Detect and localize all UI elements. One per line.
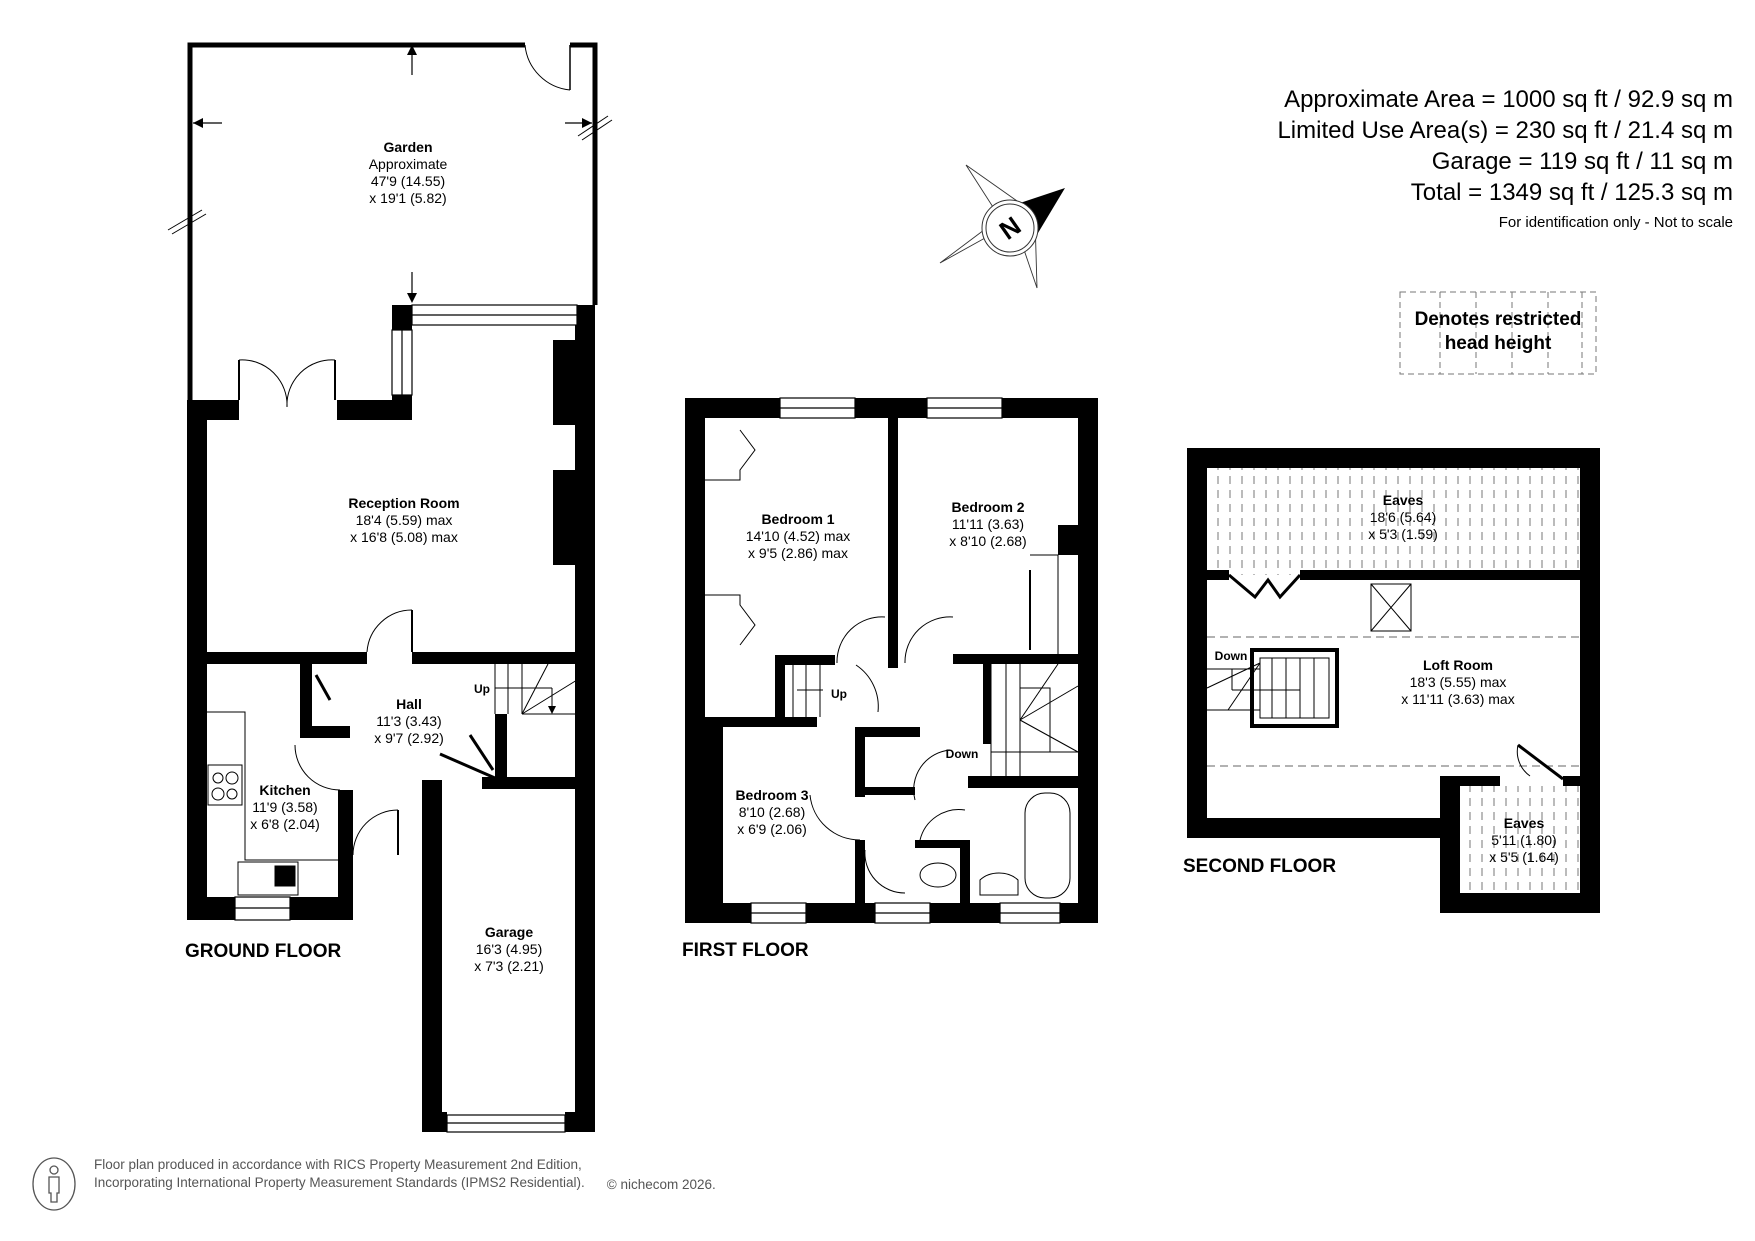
bedroom3-name: Bedroom 3: [735, 787, 808, 803]
hall-stairs: [494, 663, 578, 715]
bedroom2-name: Bedroom 2: [951, 499, 1024, 515]
bathroom-fixtures: [919, 792, 1071, 899]
garage-name: Garage: [485, 924, 533, 940]
ground-stairs-up-label: Up: [474, 682, 490, 696]
first-floor-title: FIRST FLOOR: [682, 940, 809, 961]
first-floor-labels: Bedroom 1 14'10 (4.52) max x 9'5 (2.86) …: [682, 499, 1027, 961]
bedroom1-name: Bedroom 1: [761, 511, 834, 527]
second-floor-labels: Eaves 18'6 (5.64) x 5'3 (1.59) Loft Room…: [1183, 492, 1559, 877]
svg-text:Approximate: Approximate: [369, 156, 448, 172]
svg-text:x 8'10 (2.68): x 8'10 (2.68): [949, 533, 1026, 549]
second-floor-title: SECOND FLOOR: [1183, 856, 1336, 877]
eaves-small-hatch: [1460, 786, 1580, 901]
second-floor-details: [1206, 573, 1580, 781]
ground-floor-title: GROUND FLOOR: [185, 941, 341, 962]
ground-windows: [234, 304, 578, 1133]
svg-text:x 16'8 (5.08) max: x 16'8 (5.08) max: [350, 529, 458, 545]
eaves-small-name: Eaves: [1504, 815, 1545, 831]
svg-text:x 7'3 (2.21): x 7'3 (2.21): [474, 958, 544, 974]
svg-text:11'9 (3.58): 11'9 (3.58): [252, 799, 317, 815]
eaves-top-hatch: [1207, 468, 1580, 575]
svg-text:5'11 (1.80): 5'11 (1.80): [1491, 832, 1556, 848]
svg-text:x 11'11 (3.63) max: x 11'11 (3.63) max: [1401, 691, 1514, 707]
first-stairs-down-label: Down: [946, 747, 979, 761]
garden-name: Garden: [383, 139, 432, 155]
first-doors: [705, 429, 1059, 894]
svg-text:8'10 (2.68): 8'10 (2.68): [739, 804, 806, 820]
svg-text:11'3 (3.43): 11'3 (3.43): [376, 713, 441, 729]
restricted-height-legend: Denotes restricted head height: [1400, 292, 1596, 372]
area-summary: Approximate Area = 1000 sq ft / 92.9 sq …: [1277, 84, 1733, 231]
svg-text:18'6 (5.64): 18'6 (5.64): [1370, 509, 1437, 525]
garden-gate-swing: [524, 44, 571, 91]
svg-text:x 6'8 (2.04): x 6'8 (2.04): [250, 816, 320, 832]
total-area-text: Total = 1349 sq ft / 125.3 sq m: [1410, 179, 1733, 206]
svg-text:x 5'3 (1.59): x 5'3 (1.59): [1368, 526, 1438, 542]
first-stairs-up-label: Up: [831, 687, 847, 701]
footer-line-1: Floor plan produced in accordance with R…: [94, 1157, 582, 1172]
legend-line-1: Denotes restricted: [1414, 309, 1582, 330]
svg-text:47'9 (14.55): 47'9 (14.55): [371, 173, 445, 189]
svg-text:x 19'1 (5.82): x 19'1 (5.82): [369, 190, 446, 206]
svg-text:18'4 (5.59) max: 18'4 (5.59) max: [356, 512, 453, 528]
footer-line-2: Incorporating International Property Mea…: [94, 1175, 585, 1190]
limited-use-area-text: Limited Use Area(s) = 230 sq ft / 21.4 s…: [1277, 117, 1733, 144]
reception-name: Reception Room: [348, 495, 459, 511]
first-stairs: [792, 663, 1079, 776]
second-stairs-down-label: Down: [1215, 649, 1248, 663]
svg-text:14'10 (4.52) max: 14'10 (4.52) max: [746, 528, 851, 544]
svg-text:x 9'7 (2.92): x 9'7 (2.92): [374, 730, 444, 746]
eaves-top-name: Eaves: [1383, 492, 1424, 508]
ground-floor-plan: [167, 42, 613, 1133]
compass-north-icon: N: [939, 164, 1065, 289]
svg-text:16'3 (4.95): 16'3 (4.95): [476, 941, 543, 957]
kitchen-units: [207, 711, 338, 896]
not-to-scale-note: For identification only - Not to scale: [1498, 214, 1733, 231]
ground-french-doors: [238, 359, 413, 856]
person-info-icon: [32, 1157, 76, 1211]
garage-area-text: Garage = 119 sq ft / 11 sq m: [1431, 148, 1733, 175]
first-windows: [750, 397, 1061, 924]
first-floor-plan: [685, 397, 1098, 924]
svg-text:11'11 (3.63): 11'11 (3.63): [952, 516, 1024, 532]
loft-room-name: Loft Room: [1423, 657, 1493, 673]
svg-text:x 6'9 (2.06): x 6'9 (2.06): [737, 821, 807, 837]
svg-text:x 5'5 (1.64): x 5'5 (1.64): [1489, 849, 1559, 865]
first-floor-walls: [685, 398, 1098, 923]
svg-text:x 9'5 (2.86) max: x 9'5 (2.86) max: [748, 545, 848, 561]
second-floor-plan: [1187, 448, 1600, 913]
approx-area-text: Approximate Area = 1000 sq ft / 92.9 sq …: [1284, 86, 1733, 113]
ground-floor-labels: Garden Approximate 47'9 (14.55) x 19'1 (…: [185, 139, 544, 974]
footer: Floor plan produced in accordance with R…: [30, 1156, 716, 1192]
second-floor-walls: [1187, 448, 1600, 913]
legend-line-2: head height: [1444, 333, 1552, 354]
garden-boundary: [187, 42, 598, 400]
hall-name: Hall: [396, 696, 422, 712]
restricted-height-legend-box: [1399, 291, 1597, 375]
svg-text:18'3 (5.55) max: 18'3 (5.55) max: [1410, 674, 1507, 690]
kitchen-name: Kitchen: [259, 782, 310, 798]
copyright-text: © nichecom 2026.: [606, 1177, 716, 1192]
